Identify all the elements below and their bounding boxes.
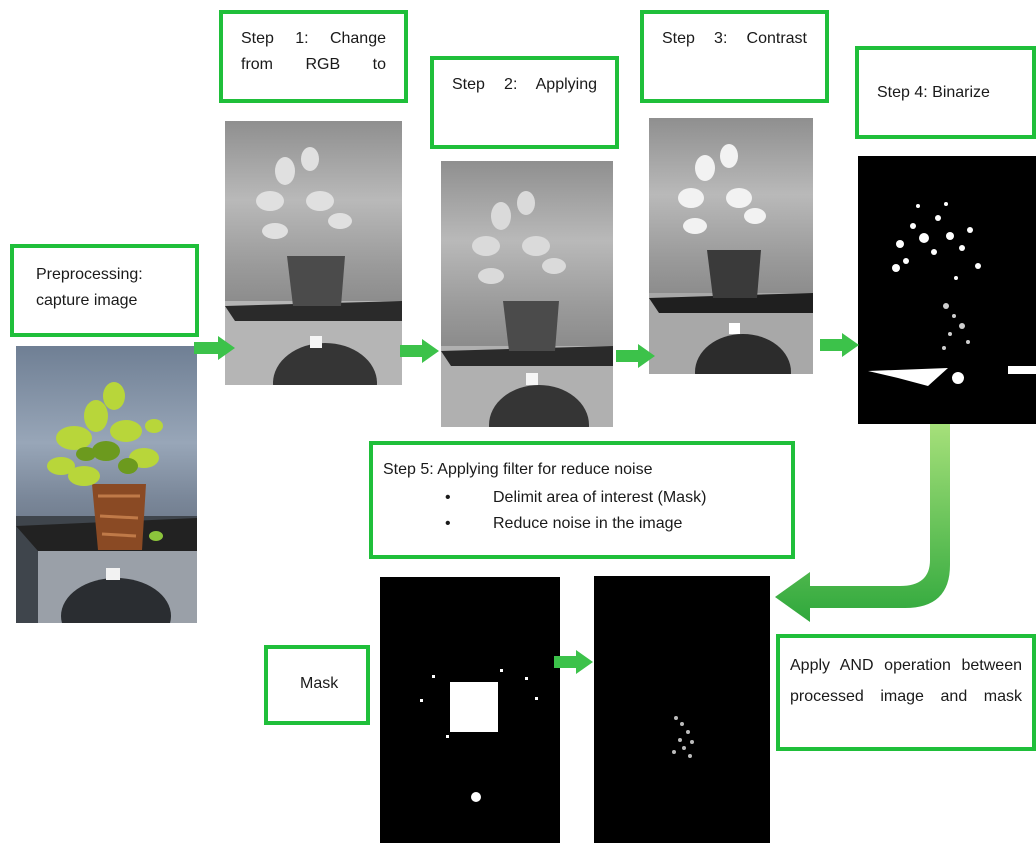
step4-box: Step 4: Binarize — [855, 46, 1036, 139]
mask-label: Mask — [300, 675, 339, 692]
original-plant-photo — [16, 346, 197, 623]
and-operation-box: Apply AND operation between processed im… — [776, 634, 1036, 751]
step2-box: Step 2: Applying — [430, 56, 619, 149]
and-operation-label: Apply AND operation between processed im… — [790, 657, 1022, 705]
mask-box: Mask — [264, 645, 370, 725]
step5-item-mask: Delimit area of interest (Mask) — [383, 485, 781, 511]
preprocessing-label: Preprocessing: capture image — [36, 266, 143, 309]
step5-list: Delimit area of interest (Mask) Reduce n… — [383, 485, 781, 537]
step5-box: Step 5: Applying filter for reduce noise… — [369, 441, 795, 559]
arrow-to-step1 — [194, 336, 235, 360]
arrow-to-step2 — [400, 339, 439, 363]
result-photo — [594, 576, 770, 843]
binarized-plant-graphic — [868, 202, 1036, 386]
arrow-to-step3 — [616, 344, 655, 368]
original-plant-graphic — [16, 382, 197, 623]
step2-label: Step 2: Applying — [452, 76, 597, 93]
contrast-plant-graphic — [649, 144, 813, 374]
step1-box: Step 1: Change from RGB to — [219, 10, 408, 103]
step5-title: Step 5: Applying filter for reduce noise — [383, 461, 653, 478]
step1-label: Step 1: Change from RGB to — [241, 30, 386, 73]
preprocessing-box: Preprocessing: capture image — [10, 244, 199, 337]
mask-graphic — [420, 669, 538, 802]
arrow-to-step4 — [820, 333, 859, 357]
mask-photo — [380, 577, 560, 843]
step3-box: Step 3: Contrast — [640, 10, 829, 103]
contrast-photo — [649, 118, 813, 374]
step5-item-noise: Reduce noise in the image — [383, 511, 781, 537]
filtered-plant-graphic — [441, 191, 613, 427]
step4-label: Step 4: Binarize — [877, 84, 990, 101]
grayscale-plant-graphic — [225, 147, 402, 385]
result-graphic — [672, 716, 694, 758]
step3-label: Step 3: Contrast — [662, 30, 807, 47]
grayscale-photo — [225, 121, 402, 385]
arrow-mask-to-result — [554, 650, 593, 674]
curved-arrow-to-result — [775, 424, 950, 622]
binarized-photo — [858, 156, 1036, 424]
filtered-photo — [441, 161, 613, 427]
